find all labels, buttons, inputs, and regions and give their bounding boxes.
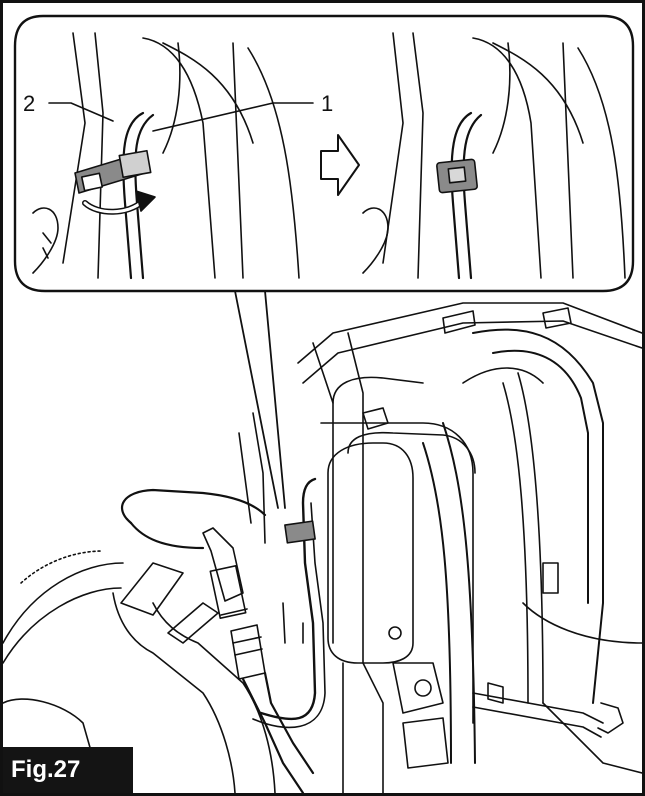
- callout-1: 1: [321, 91, 334, 116]
- technical-illustration: [3, 14, 642, 793]
- inset-after: [362, 32, 626, 280]
- engine-bay-drawing: [3, 290, 642, 793]
- figure-label: Fig.27: [3, 747, 133, 793]
- inset-before: [32, 32, 314, 280]
- rotate-arrow-icon: [82, 190, 156, 215]
- callout-2: 2: [23, 91, 36, 116]
- detail-inset: [13, 14, 635, 293]
- arrow-right-icon: [320, 134, 360, 196]
